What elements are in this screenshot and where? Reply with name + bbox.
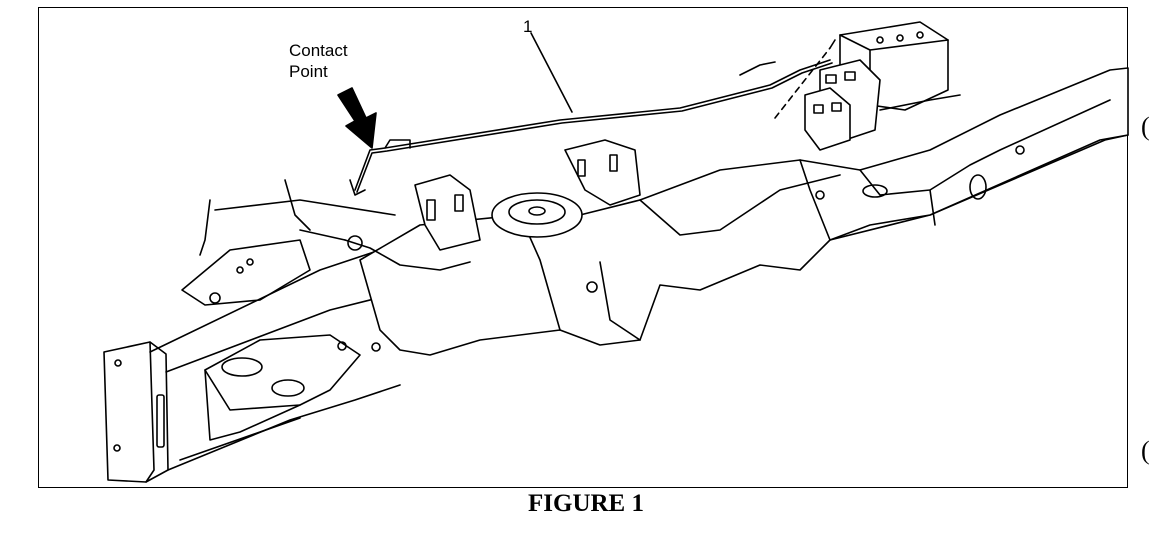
bracket-right (564, 139, 641, 206)
bracket-left (414, 174, 481, 251)
figure-caption: FIGURE 1 (528, 490, 644, 517)
callout-1-label: 1 (523, 17, 533, 36)
bumper-plate (103, 341, 169, 483)
abs-modulator (804, 21, 961, 151)
contact-arrow (337, 87, 377, 149)
contact-point-label: Contact Point (289, 41, 348, 81)
front-crossmember (204, 334, 361, 411)
edge-mark-top: ( (1141, 112, 1150, 141)
plate-slot (156, 394, 165, 448)
brake-line (354, 59, 831, 191)
crossmember-hole (221, 357, 263, 377)
callout-1-leader (530, 32, 573, 113)
edge-mark-bottom: ( (1141, 436, 1150, 465)
frame-main-body (359, 67, 1129, 356)
